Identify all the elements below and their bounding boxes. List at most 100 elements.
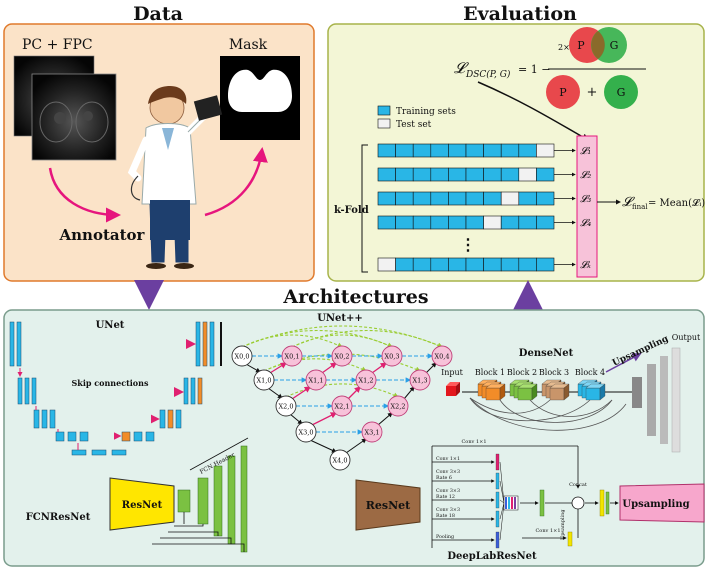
loss-label: 𝓛₃ [580,194,591,205]
unetpp-node-label: X3,1 [365,429,380,437]
to-annotator-arrow [48,167,121,223]
fold-cell [395,215,414,230]
conv-top-label: Conv 1×1 [461,439,486,445]
unetpp-node: X2,2 [387,395,409,417]
kfold-bracket [361,144,368,273]
dense-block-label: Block 4 [575,368,605,377]
mask-image [220,56,300,140]
dsc-sub: DSC(P, G) [465,69,511,80]
fold-cell [465,167,484,182]
annotator-label: Annotator [59,226,146,244]
p-circle-bottom [546,75,580,109]
loss-column [576,135,598,278]
data-title: Data [133,3,183,25]
mask-label: Mask [229,37,268,53]
dots: ⋮ [460,235,476,254]
dense-block: Block 3 [539,368,570,401]
unetpp-up-edge [345,438,367,454]
fold-cell [518,257,537,272]
unetpp-node: X0,4 [431,345,453,367]
fold-cell [430,167,449,182]
fold-row [377,167,576,182]
fcnresnet-title: FCNResNet [26,512,91,523]
fold-cell [536,143,555,158]
legend-training: Training sets [396,107,456,117]
dsc-formula: 𝓛 DSC(P, G) = 1 − 2× P G P + G [454,27,646,109]
fold-cell [500,143,520,158]
fold-cell [395,257,414,272]
fold-cell [483,215,502,230]
p-top: P [577,39,585,52]
input-label: PC + FPC [22,37,93,53]
unetpp-node: X0,1 [281,345,303,367]
fold-cell [448,143,467,158]
g-circle-bottom [604,75,638,109]
g-bottom: G [617,86,626,99]
kfold-label: k-Fold [334,205,369,216]
unetpp-node: X3,1 [361,421,383,443]
unetpp-skip-arc [241,325,444,348]
fold-cell [395,143,414,158]
fold-cell [377,143,396,158]
legend-test: Test set [396,120,432,130]
unetpp-skip-arc [285,383,399,398]
fold-cell [518,143,537,158]
dense-block: Block 2 [507,368,538,401]
unetpp-up-edge [403,386,415,400]
unetpp-node-label: X0,4 [435,353,450,361]
unetpp-down-edge [309,439,337,453]
unetpp-title: UNet++ [317,313,363,324]
unetpp-node: X1,3 [409,369,431,391]
unetpp-up-edge [371,362,388,374]
fold-cell [465,257,484,272]
deeplab-branch-label: Conv 3×3 [436,488,460,494]
upsampling-small-label: Upsampling [560,509,566,540]
fold-cell [412,257,432,272]
fold-cell [536,257,555,272]
unetpp-node: X4,0 [329,449,351,471]
dense-block: Block 1 [475,368,506,401]
fold-cell [448,191,467,206]
fold-cell [395,167,414,182]
loss-label: 𝓛ₖ [580,260,591,271]
fold-cell [430,143,449,158]
loss-label: 𝓛₂ [580,170,591,181]
fold-cell [395,191,414,206]
unetpp-up-edge [269,362,288,374]
fold-cell [465,215,484,230]
p-bottom: P [559,86,567,99]
to-mask-arrow [204,147,268,217]
fold-cell [483,191,502,206]
g-top: G [610,39,619,52]
fold-cell [430,257,449,272]
fold-row [377,191,576,206]
unetpp-node: X1,1 [305,369,327,391]
fold-cell [412,215,432,230]
dsc-arrow [477,81,590,141]
fold-cell [536,215,555,230]
deeplab-resnet-label: ResNet [366,499,411,512]
pc-fpc-scans [13,55,117,161]
unetpp-node: X3,0 [295,421,317,443]
unetpp-node-label: X4,0 [333,457,348,465]
unetpp-node-label: X3,0 [299,429,314,437]
dense-block: Block 4 [575,368,606,401]
fcnresnet-diagram: ResNet FCN Header FCNResNet [26,437,249,553]
deeplab-branch-label: Pooling [436,534,454,540]
dense-block-label: Block 1 [475,368,505,377]
deeplab-branch-label: Rate 6 [436,475,452,481]
deeplab-branch-label: Rate 18 [436,513,455,519]
fold-cell [536,191,555,206]
two-times: 2× [558,43,570,52]
unet-title: UNet [96,320,125,331]
fold-cell [483,143,502,158]
annotator-figure [127,86,223,269]
unetpp-node-label: X1,3 [413,377,428,385]
unetpp-node-label: X1,2 [359,377,374,385]
